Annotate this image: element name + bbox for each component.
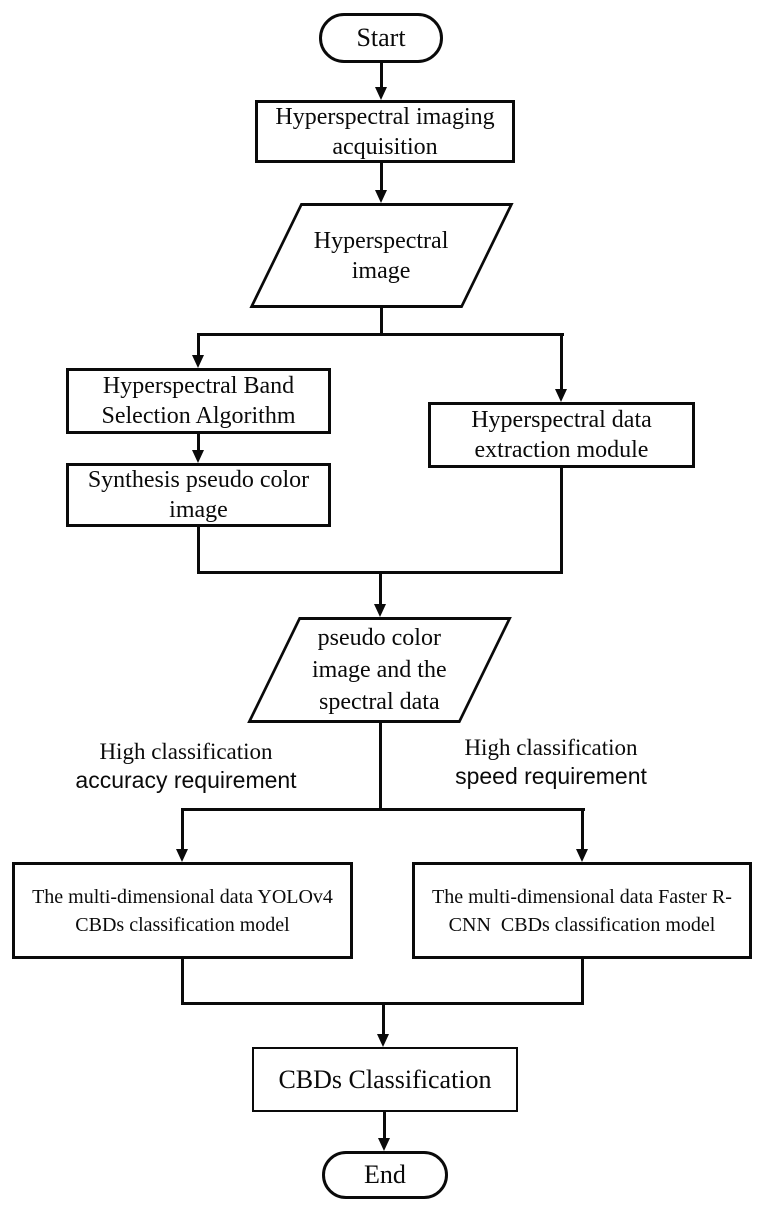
node-hyperspectral-image: Hyperspectral image <box>249 203 514 308</box>
connector-synthesis-to-merge <box>197 526 200 574</box>
connector-pseudo-data-to-split2 <box>379 715 382 811</box>
node-synthesis-pseudo-color: Synthesis pseudo color image <box>66 463 331 527</box>
connector-start-to-acquisition <box>380 62 383 89</box>
arrowhead-into-yolov4 <box>176 849 188 862</box>
arrowhead-into-end <box>378 1138 390 1151</box>
node-end-label: End <box>364 1160 406 1189</box>
node-pseudo-color-and-spectral: pseudo color image and the spectral data <box>247 617 512 723</box>
connector-split2-to-faster-rcnn <box>581 808 584 850</box>
arrowhead-into-acquisition <box>375 87 387 100</box>
node-synthesis-line2: image <box>169 497 228 523</box>
node-faster-rcnn-line1: The multi-dimensional data Faster R- <box>432 885 732 908</box>
node-data-extraction: Hyperspectral data extraction module <box>428 402 695 468</box>
branch-label-accuracy: High classification accuracy requirement <box>60 737 312 795</box>
connector-yolov4-to-merge2 <box>181 958 184 1005</box>
node-cbds-classification-label: CBDs Classification <box>278 1064 492 1094</box>
node-hyperspectral-image-text: Hyperspectral image <box>314 226 449 286</box>
node-yolov4-line2: CBDs classification model <box>75 913 290 936</box>
connector-faster-rcnn-to-merge2 <box>581 958 584 1005</box>
node-yolov4-line1: The multi-dimensional data YOLOv4 <box>32 885 333 908</box>
branch-label-speed-line2: speed requirement <box>455 763 647 789</box>
connector-split-to-band-selection <box>197 333 200 356</box>
arrowhead-into-pseudo-data <box>374 604 386 617</box>
connector-merge-to-pseudo-data <box>379 571 382 605</box>
connector-cbds-to-end <box>383 1111 386 1139</box>
arrowhead-into-cbds <box>377 1034 389 1047</box>
connector-extraction-to-merge <box>560 467 563 574</box>
branch-label-accuracy-line2: accuracy requirement <box>75 767 297 793</box>
node-hyperspectral-image-line1: Hyperspectral <box>314 227 449 254</box>
node-end: End <box>322 1151 448 1199</box>
connector-split-to-extraction <box>560 333 563 390</box>
branch-label-accuracy-line1: High classification <box>99 739 273 764</box>
node-faster-rcnn-model: The multi-dimensional data Faster R- CNN… <box>412 862 752 959</box>
node-pseudo-color-text: pseudo color image and the spectral data <box>312 622 447 718</box>
branch-label-speed: High classification speed requirement <box>425 733 677 791</box>
split2-horizontal-line <box>181 808 585 811</box>
connector-band-to-synthesis <box>197 432 200 452</box>
node-acquisition-line1: Hyperspectral imaging <box>275 103 495 130</box>
node-synthesis-line1: Synthesis pseudo color <box>87 467 310 493</box>
node-acquisition-line2: acquisition <box>332 133 438 160</box>
node-start: Start <box>319 13 443 63</box>
node-hyperspectral-imaging-acquisition: Hyperspectral imaging acquisition <box>255 100 515 163</box>
arrowhead-into-band-selection <box>192 355 204 368</box>
node-hyperspectral-image-line2: image <box>352 257 411 284</box>
arrowhead-into-synthesis <box>192 450 204 463</box>
node-pseudo-color-line3: spectral data <box>319 689 440 715</box>
node-band-selection-line2: Selection Algorithm <box>101 403 296 429</box>
connector-acquisition-to-image <box>380 162 383 191</box>
node-cbds-classification: CBDs Classification <box>252 1047 518 1112</box>
node-extraction-line2: extraction module <box>474 437 649 463</box>
node-faster-rcnn-line2: CNN CBDs classification model <box>448 913 716 936</box>
connector-split2-to-yolov4 <box>181 808 184 850</box>
node-pseudo-color-line1: pseudo color <box>317 625 442 651</box>
arrowhead-into-image <box>375 190 387 203</box>
connector-merge2-to-cbds <box>382 1002 385 1035</box>
node-extraction-line1: Hyperspectral data <box>471 407 652 433</box>
arrowhead-into-extraction <box>555 389 567 402</box>
node-start-label: Start <box>356 23 406 52</box>
node-band-selection: Hyperspectral Band Selection Algorithm <box>66 368 331 434</box>
node-pseudo-color-line2: image and the <box>312 657 447 683</box>
branch-label-speed-line1: High classification <box>464 735 638 760</box>
split1-horizontal-line <box>197 333 564 336</box>
node-band-selection-line1: Hyperspectral Band <box>102 373 295 399</box>
node-yolov4-model: The multi-dimensional data YOLOv4 CBDs c… <box>12 862 353 959</box>
arrowhead-into-faster-rcnn <box>576 849 588 862</box>
connector-image-to-split <box>380 300 383 336</box>
